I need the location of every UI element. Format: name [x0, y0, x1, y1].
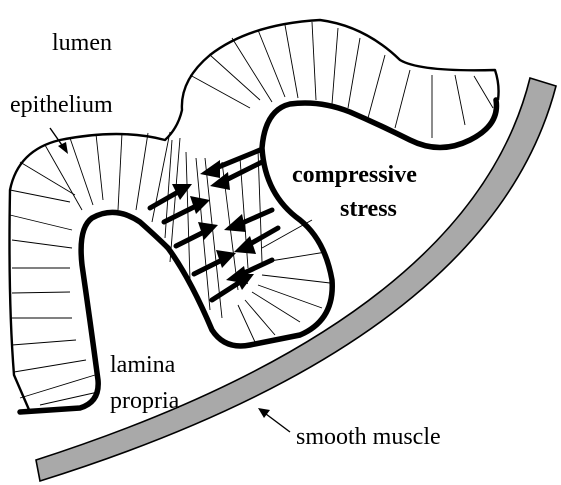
arrow-right-1: [150, 184, 192, 208]
arrow-right-3: [176, 222, 218, 246]
smooth-muscle-label: smooth muscle: [296, 424, 441, 450]
arrow-left-1: [200, 150, 260, 178]
arrow-left-3: [224, 210, 272, 232]
epithelium-label: epithelium: [10, 92, 113, 118]
epithelium-cell-walls: [10, 22, 493, 405]
arrow-left-4: [234, 228, 278, 254]
smooth-muscle-pointer: [258, 408, 290, 432]
lamina-propria-label-line1: lamina: [110, 352, 176, 378]
arrow-right-2: [164, 196, 210, 222]
lamina-propria-label-line2: propria: [110, 388, 180, 414]
compressive-stress-label-line1: compressive: [292, 162, 417, 188]
compressive-stress-label-line2: stress: [340, 196, 397, 222]
lumen-label: lumen: [52, 30, 112, 56]
